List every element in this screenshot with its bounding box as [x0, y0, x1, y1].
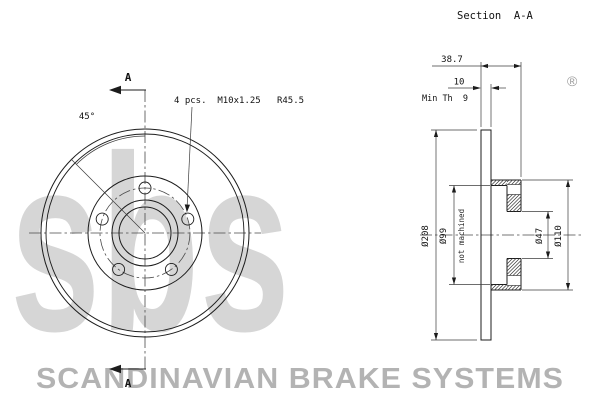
dimension-arrow-icon: [433, 333, 439, 340]
overall-width-label: 38.7: [441, 55, 463, 65]
section-title: Section A-A: [457, 10, 534, 22]
outer-diameter-label: Ø208: [420, 225, 431, 247]
section-label-bottom: A: [125, 377, 132, 390]
hat-outer-diameter-label: Ø110: [553, 225, 564, 247]
hatch-flange-upper-a: [506, 179, 522, 185]
front-view: 45° 4 pcs. M10x1.25 R45.5 A A: [29, 71, 304, 390]
dimension-disc-thickness: 10 Min Th 9: [422, 78, 506, 127]
disc-thickness-label: 10: [454, 78, 465, 88]
dimension-arrow-icon: [514, 63, 521, 69]
hatch-flange-lower-a: [506, 258, 522, 276]
section-view-a-a: Section A-A: [420, 10, 584, 341]
watermark-layer: sbs ® SCANDINAVIAN BRAKE SYSTEMS: [10, 73, 578, 395]
hat-inner-diameter-label: Ø99: [438, 228, 449, 244]
dimension-arrow-icon: [433, 130, 439, 137]
dimension-arrow-icon: [473, 85, 481, 91]
dimension-arrow-icon: [451, 277, 457, 285]
bolt-holes: [95, 181, 195, 276]
angle-annotation: 45°: [70, 112, 146, 234]
section-cut-marker-top: A: [109, 71, 146, 95]
dimension-hat-outer-diameter: Ø110: [522, 179, 573, 291]
section-cut-marker-bottom: A: [109, 364, 146, 390]
dimension-center-bore: Ø47: [522, 211, 553, 259]
angle-dimension-arc: [76, 135, 146, 165]
section-outline: [480, 129, 522, 341]
angle-reference-line: [70, 158, 146, 234]
dimension-hat-inner-diameter: Ø99: [438, 185, 490, 285]
bolt-spec-annotation: 4 pcs. M10x1.25 R45.5: [174, 96, 304, 213]
bolt-hole: [138, 181, 152, 195]
friction-disc-plate: [480, 129, 492, 341]
angle-value-label: 45°: [79, 112, 95, 122]
min-thickness-label: Min Th 9: [422, 94, 468, 104]
center-bore-circle: [118, 206, 172, 260]
section-hatching: [490, 179, 522, 291]
hatch-hat-wall-lower: [490, 284, 508, 291]
center-bore-label: Ø47: [534, 228, 545, 244]
view-direction-arrow-icon: [109, 85, 121, 95]
view-direction-arrow-icon: [109, 364, 121, 374]
dimension-arrow-icon: [545, 251, 551, 259]
center-bore-chamfer-circle: [111, 199, 179, 267]
dimension-arrow-icon: [545, 211, 551, 219]
hatch-flange-lower-b: [506, 285, 522, 291]
disc-outer-chamfer-circle: [45, 133, 245, 333]
bolt-hole: [112, 262, 126, 276]
hatch-flange-upper-b: [506, 194, 522, 212]
hatch-hat-wall-upper: [490, 179, 508, 186]
dimension-arrow-icon: [491, 85, 499, 91]
brand-tagline: SCANDINAVIAN BRAKE SYSTEMS: [36, 363, 564, 395]
bolt-hole: [181, 212, 195, 226]
disc-outer-edge-circle: [40, 128, 250, 338]
dimension-arrow-icon: [565, 180, 571, 187]
section-label-top: A: [125, 71, 132, 84]
leader-line: [186, 106, 193, 212]
hub-outer-circle: [87, 175, 203, 291]
dimension-arrow-icon: [481, 63, 488, 69]
registered-trademark-icon: ®: [567, 73, 578, 89]
leader-arrow-icon: [184, 204, 190, 213]
dimension-outer-diameter: Ø208: [420, 129, 477, 341]
bolt-circle-centerline: [99, 187, 191, 279]
dimension-arrow-icon: [451, 185, 457, 193]
bolt-hole: [164, 262, 178, 276]
not-machined-note: not machined: [457, 209, 466, 263]
dimension-overall-width: 38.7: [432, 55, 522, 177]
bolt-hole: [95, 212, 109, 226]
bolt-spec-label: 4 pcs. M10x1.25 R45.5: [174, 96, 304, 106]
dimension-arrow-icon: [565, 283, 571, 290]
